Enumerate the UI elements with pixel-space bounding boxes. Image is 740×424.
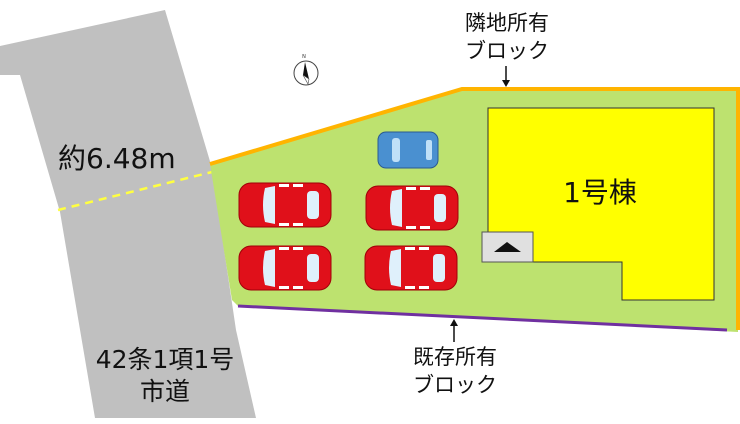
parking-car-red: [238, 182, 332, 228]
parking-car-red: [364, 245, 458, 291]
road-name-label: 市道: [140, 377, 190, 406]
compass-n-label: N: [302, 54, 306, 60]
road-type-label: 42条1項1号: [96, 345, 235, 374]
north-border-line: [209, 87, 740, 330]
south-block-label-line1: 既存所有: [413, 345, 497, 369]
north-block-label-line2: ブロック: [465, 39, 549, 63]
parking-car-red: [365, 185, 459, 231]
north-block-label-line1: 隣地所有: [465, 11, 549, 35]
north-block-arrow-icon: [502, 66, 510, 87]
parking-car-blue: [377, 131, 439, 169]
road-area: [0, 10, 256, 418]
south-block-arrow-icon: [450, 319, 458, 342]
south-border-line: [237, 304, 728, 332]
north-compass-icon: N: [293, 54, 319, 86]
road-width-dashed-line: [57, 170, 213, 212]
south-block-label-line2: ブロック: [413, 373, 497, 397]
building-label: 1号棟: [563, 176, 637, 209]
parking-car-red: [238, 245, 332, 291]
road-width-label: 約6.48m: [58, 142, 176, 175]
entrance-triangle-icon: [494, 242, 521, 252]
